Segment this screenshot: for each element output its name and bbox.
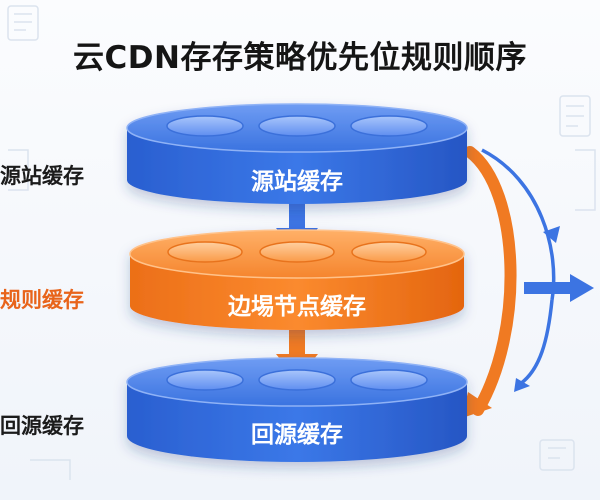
disk-pad-icon — [258, 369, 336, 391]
disk-pad-icon — [167, 241, 243, 263]
disk-pad-icon — [351, 241, 427, 263]
right-output-arrowhead-icon — [570, 274, 594, 302]
disk-pad-icon — [259, 241, 335, 263]
orange-curved-arrow — [464, 146, 517, 416]
disk-pad-icon — [166, 115, 244, 137]
layer-edge-node-cache: 边埸节点缓存 — [129, 229, 465, 330]
disk-pad-icon — [350, 369, 428, 391]
page-title: 云CDN存存策略优先位规则顺序 — [73, 40, 527, 76]
layer-label-origin-cache: 源站缓存 — [251, 168, 343, 195]
right-output-arrow-shaft — [524, 282, 574, 294]
layer-origin-cache: 源站缓存 — [126, 103, 468, 204]
layer-back-to-origin-cache: 回源缓存 — [126, 357, 468, 462]
side-label-back-to-origin-cache: 回源缓存 — [0, 414, 84, 438]
side-label-rule-cache: 规则缓存 — [0, 288, 84, 312]
side-label-origin-cache: 源站缓存 — [0, 164, 84, 188]
blue-arrowhead-upper-icon — [543, 226, 560, 243]
blue-arrowhead-lower-icon — [514, 378, 530, 392]
blue-curve-arrow-lower — [518, 299, 554, 386]
disk-pad-icon — [166, 369, 244, 391]
orange-arrowhead-icon — [462, 392, 492, 418]
layer-label-back-to-origin-cache: 回源缓存 — [251, 421, 343, 448]
disk-pad-icon — [258, 115, 336, 137]
right-flow-arrows — [462, 146, 594, 418]
layer-label-edge-node-cache: 边埸节点缓存 — [228, 293, 366, 320]
disk-pad-icon — [350, 115, 428, 137]
blue-curve-arrow-upper — [481, 148, 556, 301]
